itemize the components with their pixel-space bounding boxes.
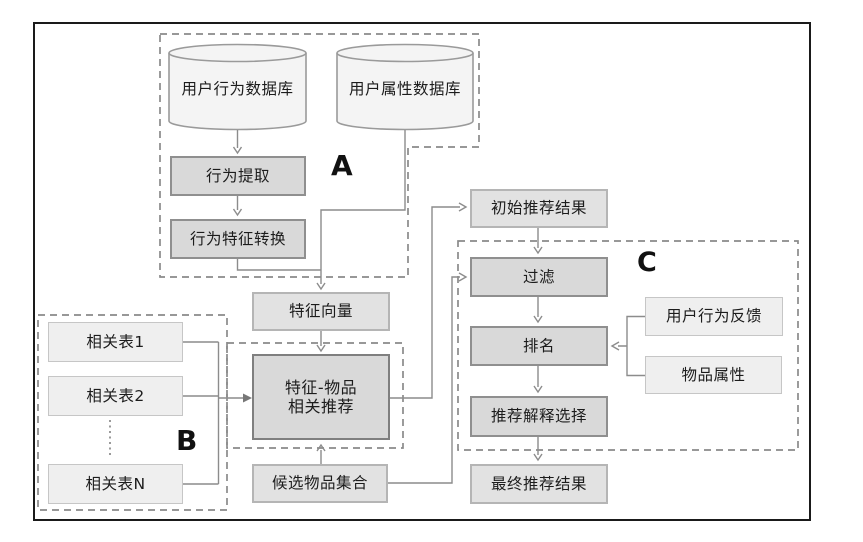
- section-c-label: C: [637, 247, 657, 278]
- cylinder-user-behavior-db-top: [168, 43, 307, 63]
- node-ranking: 排名: [470, 326, 608, 366]
- arrowhead-down-featureitem: [316, 344, 326, 353]
- arrowhead-down-finalresults: [533, 453, 543, 462]
- section-c-outline: [457, 240, 799, 451]
- node-explanation-selection: 推荐解释选择: [470, 396, 608, 437]
- arrowhead-up-featureitem: [316, 443, 326, 452]
- connector-featureitem-to-initialresults: [390, 206, 460, 399]
- node-related-table-2: 相关表2: [48, 376, 183, 416]
- arrowhead-right-filter: [458, 272, 468, 282]
- connector-attributedb-to-featurevector: [320, 130, 406, 284]
- arrowhead-left-ranking: [610, 341, 620, 351]
- arrowhead-down-conversion: [232, 208, 243, 217]
- node-final-recommendation-results: 最终推荐结果: [470, 464, 608, 504]
- connector-candidates-to-filter: [388, 276, 460, 484]
- node-user-attribute-db-label: 用户属性数据库: [348, 80, 461, 98]
- cylinder-user-behavior-db: [168, 53, 307, 131]
- cylinder-user-attribute-db: [336, 53, 474, 131]
- node-item-attributes: 物品属性: [645, 356, 782, 394]
- node-related-table-n: 相关表N: [48, 464, 183, 504]
- node-feature-item-recommendation-line1: 特征-物品: [284, 377, 358, 397]
- diagram-frame: [33, 22, 811, 521]
- node-feature-vector: 特征向量: [252, 292, 390, 331]
- node-candidate-item-set: 候选物品集合: [252, 464, 388, 503]
- feature-item-outline: [226, 342, 404, 449]
- arrowhead-down-extraction: [232, 146, 243, 155]
- node-filter: 过滤: [470, 257, 608, 297]
- connector-conversion-to-merge: [236, 259, 321, 271]
- connector-tables-merge: [183, 341, 243, 485]
- node-user-behavior-db-label: 用户行为数据库: [181, 80, 294, 98]
- arrowhead-down-featurevector: [316, 282, 326, 291]
- node-feature-item-recommendation-line2: 相关推荐: [287, 397, 354, 416]
- section-a-outline: [159, 33, 480, 278]
- arrowhead-right-featureitem: [243, 393, 252, 403]
- node-initial-recommendation-results: 初始推荐结果: [470, 189, 608, 228]
- arrowhead-down-filter: [533, 246, 543, 255]
- node-user-behavior-feedback: 用户行为反馈: [645, 297, 783, 336]
- connector-feedback-attributes-merge: [618, 315, 645, 377]
- arrowhead-down-explanation: [533, 385, 543, 394]
- section-b-label: B: [176, 424, 198, 457]
- node-behavior-extraction: 行为提取: [170, 156, 306, 196]
- node-related-table-1: 相关表1: [48, 322, 183, 362]
- node-behavior-feature-conversion: 行为特征转换: [170, 219, 306, 259]
- cylinder-user-attribute-db-top: [336, 43, 474, 63]
- node-feature-item-recommendation: 特征-物品 相关推荐: [252, 354, 390, 440]
- arrowhead-down-ranking: [533, 315, 543, 324]
- arrowhead-right-initialresults: [458, 202, 468, 212]
- section-a-label: A: [331, 149, 353, 182]
